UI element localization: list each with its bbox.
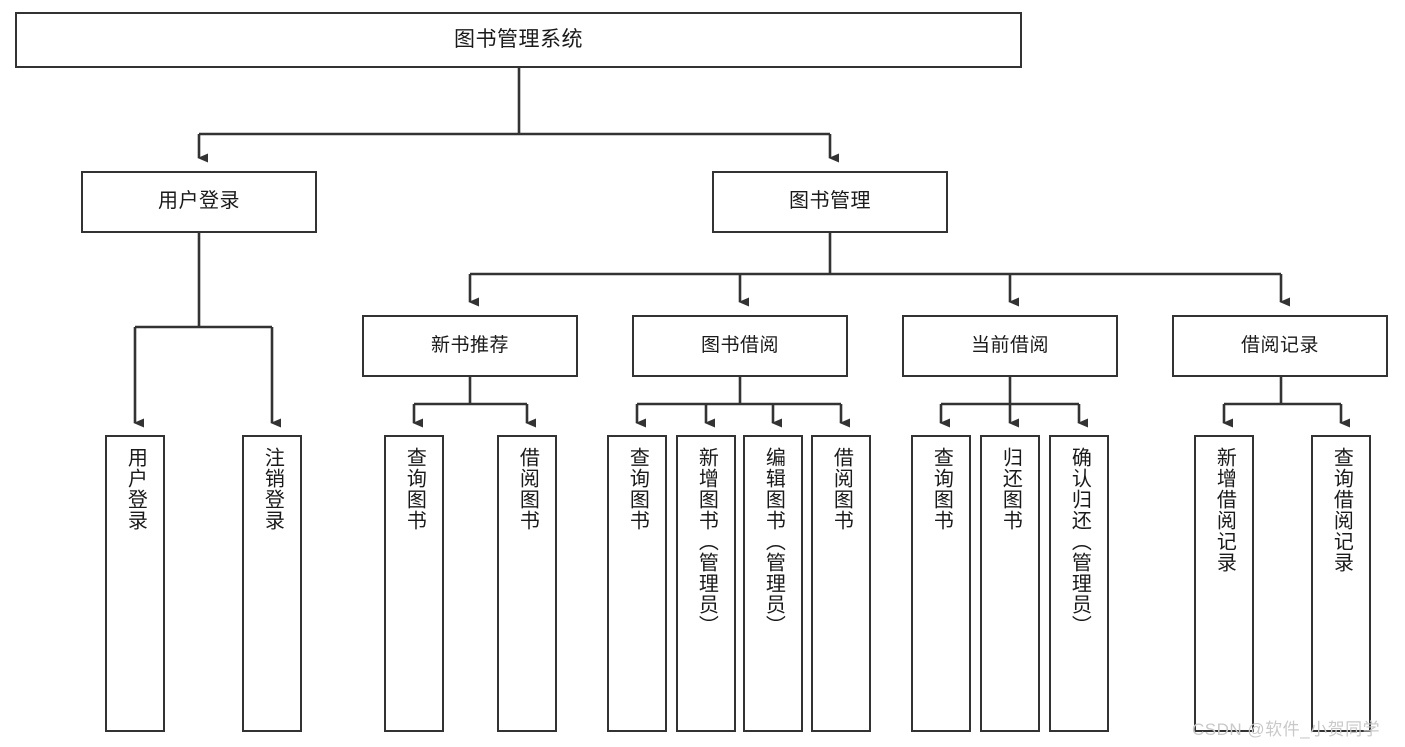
leaf-book-borrow-query[interactable]: 查询图书 — [607, 435, 667, 732]
leaf-borrow-record-add-label: 新增借阅记录 — [1213, 447, 1236, 573]
leaf-new-book-query-label: 查询图书 — [403, 447, 426, 531]
node-current-borrow[interactable]: 当前借阅 — [902, 315, 1118, 377]
leaf-book-borrow-query-label: 查询图书 — [626, 447, 649, 531]
node-user-login[interactable]: 用户登录 — [81, 171, 317, 233]
watermark-text: CSDN @软件_小贺同学 — [1192, 720, 1381, 739]
leaf-borrow-record-query-label: 查询借阅记录 — [1330, 447, 1353, 573]
leaf-book-borrow-edit[interactable]: 编辑图书（管理员） — [743, 435, 803, 732]
node-current-borrow-label: 当前借阅 — [970, 334, 1049, 356]
leaf-borrow-record-query[interactable]: 查询借阅记录 — [1311, 435, 1371, 732]
node-user-login-label: 用户登录 — [158, 190, 240, 213]
leaf-book-borrow-add-label: 新增图书（管理员） — [695, 447, 718, 636]
node-root[interactable]: 图书管理系统 — [15, 12, 1022, 68]
leaf-book-borrow-edit-label: 编辑图书（管理员） — [762, 447, 785, 636]
node-book-borrow[interactable]: 图书借阅 — [632, 315, 848, 377]
leaf-book-borrow-lend[interactable]: 借阅图书 — [811, 435, 871, 732]
leaf-current-borrow-return-label: 归还图书 — [999, 447, 1022, 531]
leaf-book-borrow-add[interactable]: 新增图书（管理员） — [676, 435, 736, 732]
leaf-new-book-borrow[interactable]: 借阅图书 — [497, 435, 557, 732]
leaf-current-borrow-confirm-return-label: 确认归还（管理员） — [1068, 447, 1091, 636]
node-book-borrow-label: 图书借阅 — [700, 334, 779, 356]
leaf-user-login-signout-label: 注销登录 — [261, 447, 284, 531]
node-borrow-record[interactable]: 借阅记录 — [1172, 315, 1388, 377]
node-new-book-recommend[interactable]: 新书推荐 — [362, 315, 578, 377]
leaf-user-login-signout[interactable]: 注销登录 — [242, 435, 302, 732]
leaf-new-book-query[interactable]: 查询图书 — [384, 435, 444, 732]
leaf-borrow-record-add[interactable]: 新增借阅记录 — [1194, 435, 1254, 732]
leaf-current-borrow-query-label: 查询图书 — [930, 447, 953, 531]
leaf-book-borrow-lend-label: 借阅图书 — [830, 447, 853, 531]
node-book-management[interactable]: 图书管理 — [712, 171, 948, 233]
leaf-current-borrow-return[interactable]: 归还图书 — [980, 435, 1040, 732]
leaf-current-borrow-query[interactable]: 查询图书 — [911, 435, 971, 732]
leaf-user-login-signin[interactable]: 用户登录 — [105, 435, 165, 732]
leaf-new-book-borrow-label: 借阅图书 — [516, 447, 539, 531]
leaf-current-borrow-confirm-return[interactable]: 确认归还（管理员） — [1049, 435, 1109, 732]
leaf-user-login-signin-label: 用户登录 — [124, 447, 147, 531]
node-root-label: 图书管理系统 — [454, 27, 583, 51]
node-new-book-recommend-label: 新书推荐 — [430, 334, 509, 356]
node-book-management-label: 图书管理 — [789, 190, 871, 213]
node-borrow-record-label: 借阅记录 — [1240, 334, 1319, 356]
